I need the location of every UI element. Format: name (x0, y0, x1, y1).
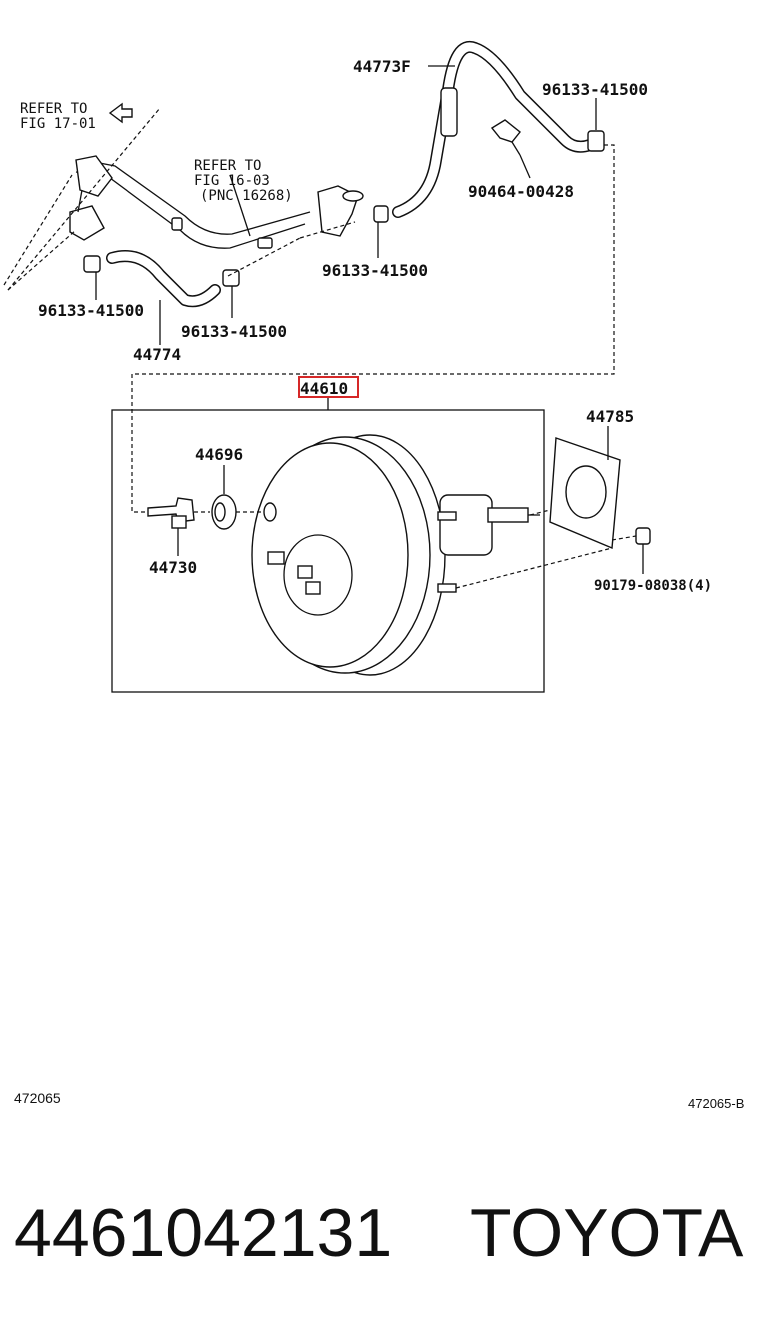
diagram-id-left: 472065 (14, 1090, 61, 1106)
clamp-icon (83, 255, 101, 273)
label-44696: 44696 (195, 445, 243, 464)
label-96133-center: 96133-41500 (322, 261, 428, 280)
clamp-icon (587, 130, 605, 152)
refer-fig-label-2: FIG 16-03 (194, 173, 270, 189)
refer-to-label-2: REFER TO (194, 158, 261, 174)
refer-fig-label-1: FIG 17-01 (20, 116, 96, 132)
label-44610[interactable]: 44610 (300, 379, 348, 398)
label-90179: 90179-08038(4) (594, 578, 712, 594)
label-96133-lower: 96133-41500 (181, 322, 287, 341)
label-44730: 44730 (149, 558, 197, 577)
clip-icon (490, 119, 521, 143)
highlight-box (298, 376, 359, 398)
refer-to-label-1: REFER TO (20, 101, 87, 117)
nut-icon (635, 527, 651, 545)
label-44785: 44785 (586, 407, 634, 426)
brake-booster-assembly (111, 398, 545, 693)
vacuum-hose-assembly (3, 40, 605, 345)
label-96133-left: 96133-41500 (38, 301, 144, 320)
diagram-id-right: 472065-B (688, 1096, 744, 1111)
refer-pnc-label: (PNC 16268) (200, 188, 293, 204)
footer-part-number: 4461042131 (14, 1195, 392, 1271)
refer-arrow-icon (108, 102, 133, 124)
label-44773: 44773F (353, 57, 411, 76)
clamp-icon (373, 205, 389, 223)
label-96133-top: 96133-41500 (542, 80, 648, 99)
clamp-icon (222, 269, 240, 287)
footer-brand: TOYOTA (470, 1195, 744, 1271)
label-90464: 90464-00428 (468, 182, 574, 201)
label-44774: 44774 (133, 345, 181, 364)
gasket-plate (455, 426, 651, 589)
